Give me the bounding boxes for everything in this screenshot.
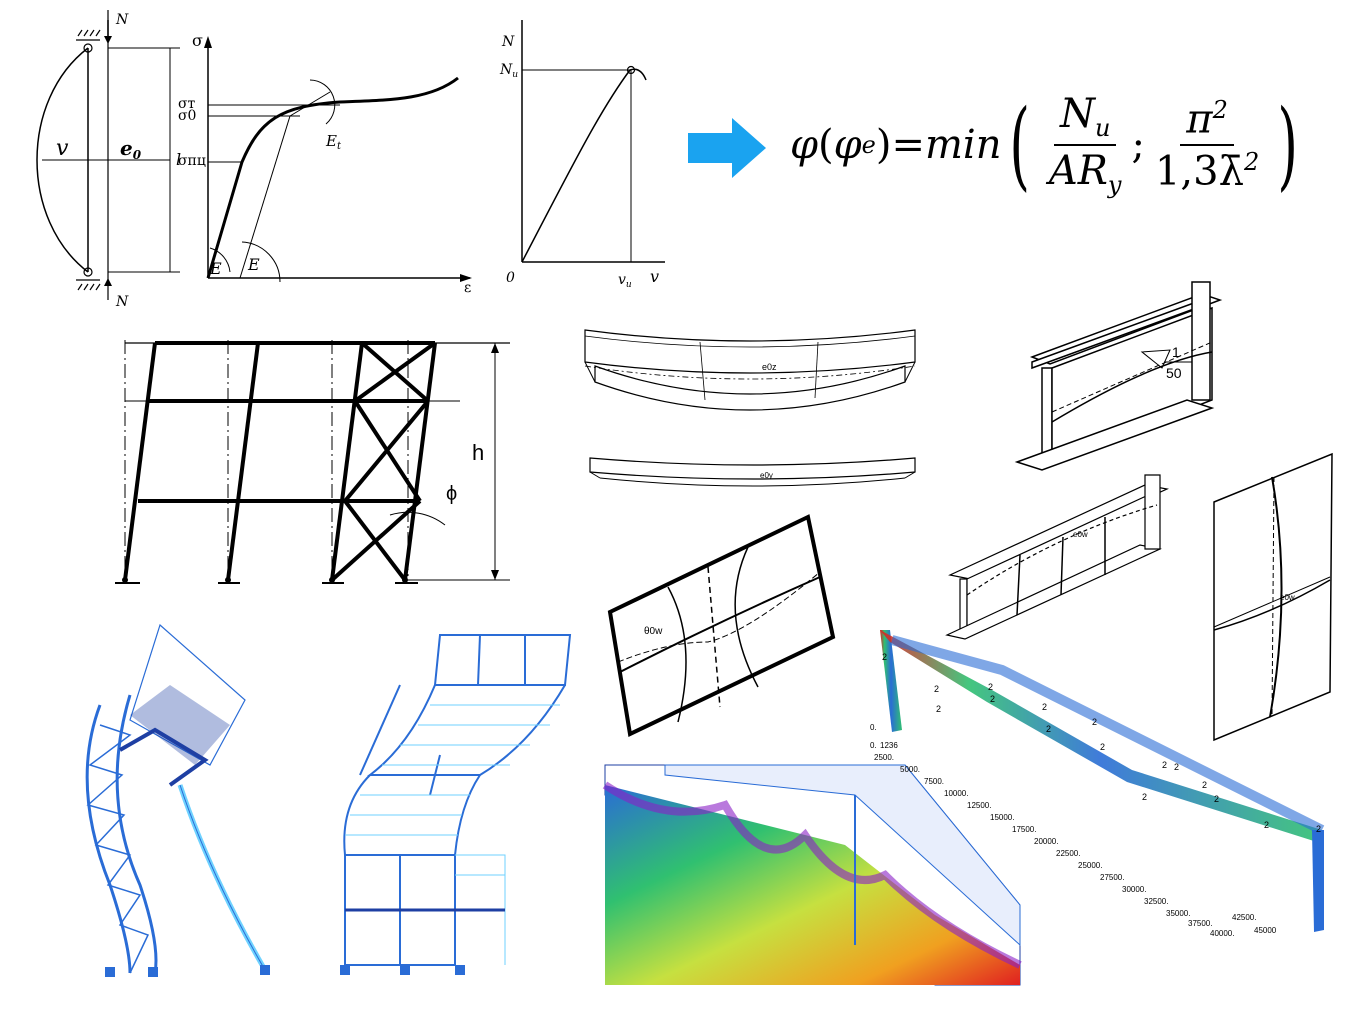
tick: 27500. — [1100, 873, 1124, 882]
fem-2-5: 2 — [1046, 724, 1051, 734]
fem-2-14: 2 — [1142, 792, 1147, 802]
tick: 45000 — [1254, 926, 1277, 935]
tick: 5000. — [900, 765, 920, 774]
fem-2-9: 2 — [1202, 780, 1207, 790]
tick: 7500. — [924, 777, 944, 786]
label-e0z: e0z — [762, 362, 777, 372]
label-nu: Nu — [499, 62, 518, 80]
tick: 17500. — [1012, 825, 1036, 834]
fem-axis-1: 0. — [870, 741, 877, 750]
tick: 15000. — [990, 813, 1014, 822]
fem-2-2: 2 — [988, 682, 993, 692]
curved-beam-top: e0z — [584, 329, 916, 411]
label-sigma-0: σ0 — [178, 108, 196, 124]
fem-2-4: 2 — [1042, 702, 1047, 712]
fem-2-15: 2 — [1174, 762, 1179, 772]
curved-beam-bottom: e0y — [589, 457, 916, 487]
tick: 22500. — [1056, 849, 1080, 858]
ibeam-tilt-diagram: 1 50 — [1014, 281, 1223, 471]
tick: 32500. — [1144, 897, 1168, 906]
column-l-label: l — [176, 150, 181, 169]
label-origin: 0 — [506, 270, 515, 286]
fem-2-13: 2 — [882, 652, 887, 662]
fem-contour-beam — [602, 764, 1022, 986]
fem-axis-0: 0. — [870, 723, 877, 732]
fem-2-1: 2 — [936, 704, 941, 714]
label-e0w-right: e0w — [1280, 593, 1295, 602]
label-e0w: e0w — [1073, 530, 1088, 539]
label-theta-ow: θ0w — [644, 626, 663, 637]
stress-strain-diagram: σ σт σ0 σпц Et E E ε — [178, 31, 472, 296]
left-paren: ( — [1009, 89, 1031, 201]
column-n-top: N — [115, 12, 129, 28]
tick: 37500. — [1188, 919, 1212, 928]
axis-epsilon: ε — [464, 280, 471, 296]
fem-2-0: 2 — [934, 684, 939, 694]
ratio-num: 1 — [1172, 344, 1180, 360]
label-vu: vu — [618, 272, 632, 290]
ibeam-long-diagram: e0w — [945, 474, 1169, 640]
axis-v: v — [650, 267, 659, 286]
fem-2-12: 2 — [1316, 824, 1321, 834]
plate-buckling-left: θ0w — [607, 514, 836, 737]
label-e0y: e0y — [760, 471, 773, 480]
fraction-1: Nu ARy — [1048, 91, 1122, 199]
fraction-2: π2 1,3λ̄2 — [1154, 95, 1260, 195]
frame-drift-diagram: h ϕ — [115, 340, 510, 584]
tick: 40000. — [1210, 929, 1234, 938]
tick: 35000. — [1166, 909, 1190, 918]
fem-2-6: 2 — [1092, 717, 1097, 727]
label-et: Et — [325, 132, 342, 152]
column-e0-label: e0 — [120, 136, 142, 162]
ratio-den: 50 — [1166, 365, 1182, 381]
label-sigma-pc: σпц — [178, 153, 206, 169]
fem-2-7: 2 — [1100, 742, 1105, 752]
axis-sigma: σ — [192, 31, 203, 50]
right-paren: ) — [1277, 89, 1299, 201]
load-deflection-diagram: N Nu 0 vu v — [499, 20, 665, 290]
tick: 12500. — [967, 801, 991, 810]
fem-frame-buckling — [340, 634, 572, 975]
axis-n: N — [501, 34, 515, 50]
tick: 30000. — [1122, 885, 1146, 894]
tick: 42500. — [1232, 913, 1256, 922]
fem-axis-ticks: 2500. 5000. 7500. 10000. 12500. 15000. 1… — [874, 753, 1277, 938]
label-sigma-t: σт — [178, 96, 196, 112]
tick: 2500. — [874, 753, 894, 762]
tick: 25000. — [1078, 861, 1102, 870]
frame-phi-label: ϕ — [446, 483, 457, 505]
right-arrow-icon — [688, 118, 766, 178]
fem-axis-2: 1236 — [880, 741, 898, 750]
label-e1: E — [209, 259, 222, 278]
plate-buckling-right: e0w — [1213, 452, 1333, 742]
column-n-bottom: N — [115, 294, 129, 310]
fem-portal-frame: 2 2 2 2 2 2 2 2 2 2 2 2 2 2 2 2 0. 0. 12… — [870, 630, 1325, 938]
column-buckling-diagram: N N v e0 l — [36, 10, 181, 310]
fem-2-3: 2 — [990, 694, 995, 704]
tick: 10000. — [944, 789, 968, 798]
column-v-label: v — [56, 136, 69, 161]
fem-2-11: 2 — [1264, 820, 1269, 830]
fem-2-10: 2 — [1214, 794, 1219, 804]
label-e2: E — [247, 255, 260, 274]
fem-2-8: 2 — [1162, 760, 1167, 770]
fem-tower-buckling — [85, 623, 270, 977]
tick: 20000. — [1034, 837, 1058, 846]
frame-h-label: h — [472, 440, 484, 465]
